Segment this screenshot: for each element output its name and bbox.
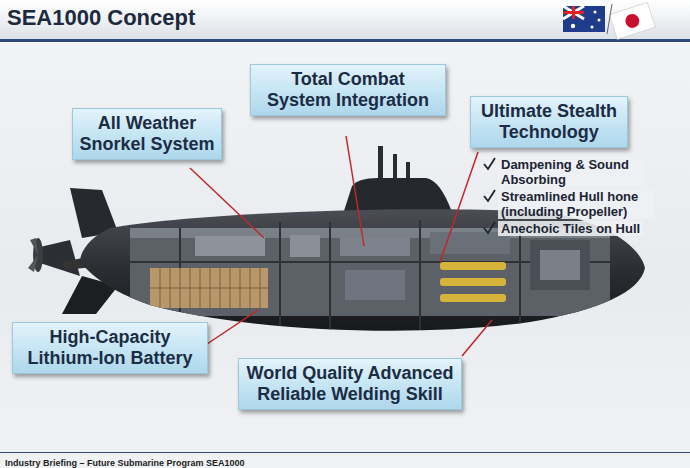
callout-text: Total Combat System Integration — [257, 69, 439, 111]
japan-flag — [609, 2, 655, 39]
header-rule — [0, 39, 690, 42]
feature-item: Streamlined Hull hone (including Propell… — [498, 189, 654, 219]
callout-text: Ultimate Stealth Technology — [477, 101, 621, 143]
callout-box: All Weather Snorkel System — [72, 108, 222, 160]
feature-item: Dampening & Sound Absorbing — [498, 157, 644, 187]
footer-rule — [0, 452, 690, 453]
header-bar — [0, 0, 690, 39]
feature-item: Anechoic Tiles on Hull — [498, 221, 643, 236]
footer-note: Industry Briefing – Future Submarine Pro… — [5, 456, 245, 468]
leader-lines — [190, 136, 492, 356]
australia-flag — [563, 6, 605, 32]
callout-text: World Quality Advanced Reliable Welding … — [245, 363, 455, 405]
callout-box: World Quality Advanced Reliable Welding … — [238, 358, 462, 410]
submarine — [28, 146, 645, 331]
page-title: SEA1000 Concept — [7, 5, 195, 31]
checkmarks — [484, 158, 495, 233]
callout-box: Ultimate Stealth Technology — [470, 96, 628, 148]
callout-box: High-Capacity Lithium-Ion Battery — [12, 322, 208, 374]
callout-text: All Weather Snorkel System — [79, 113, 215, 155]
callout-text: High-Capacity Lithium-Ion Battery — [19, 327, 201, 369]
callout-box: Total Combat System Integration — [250, 64, 446, 116]
